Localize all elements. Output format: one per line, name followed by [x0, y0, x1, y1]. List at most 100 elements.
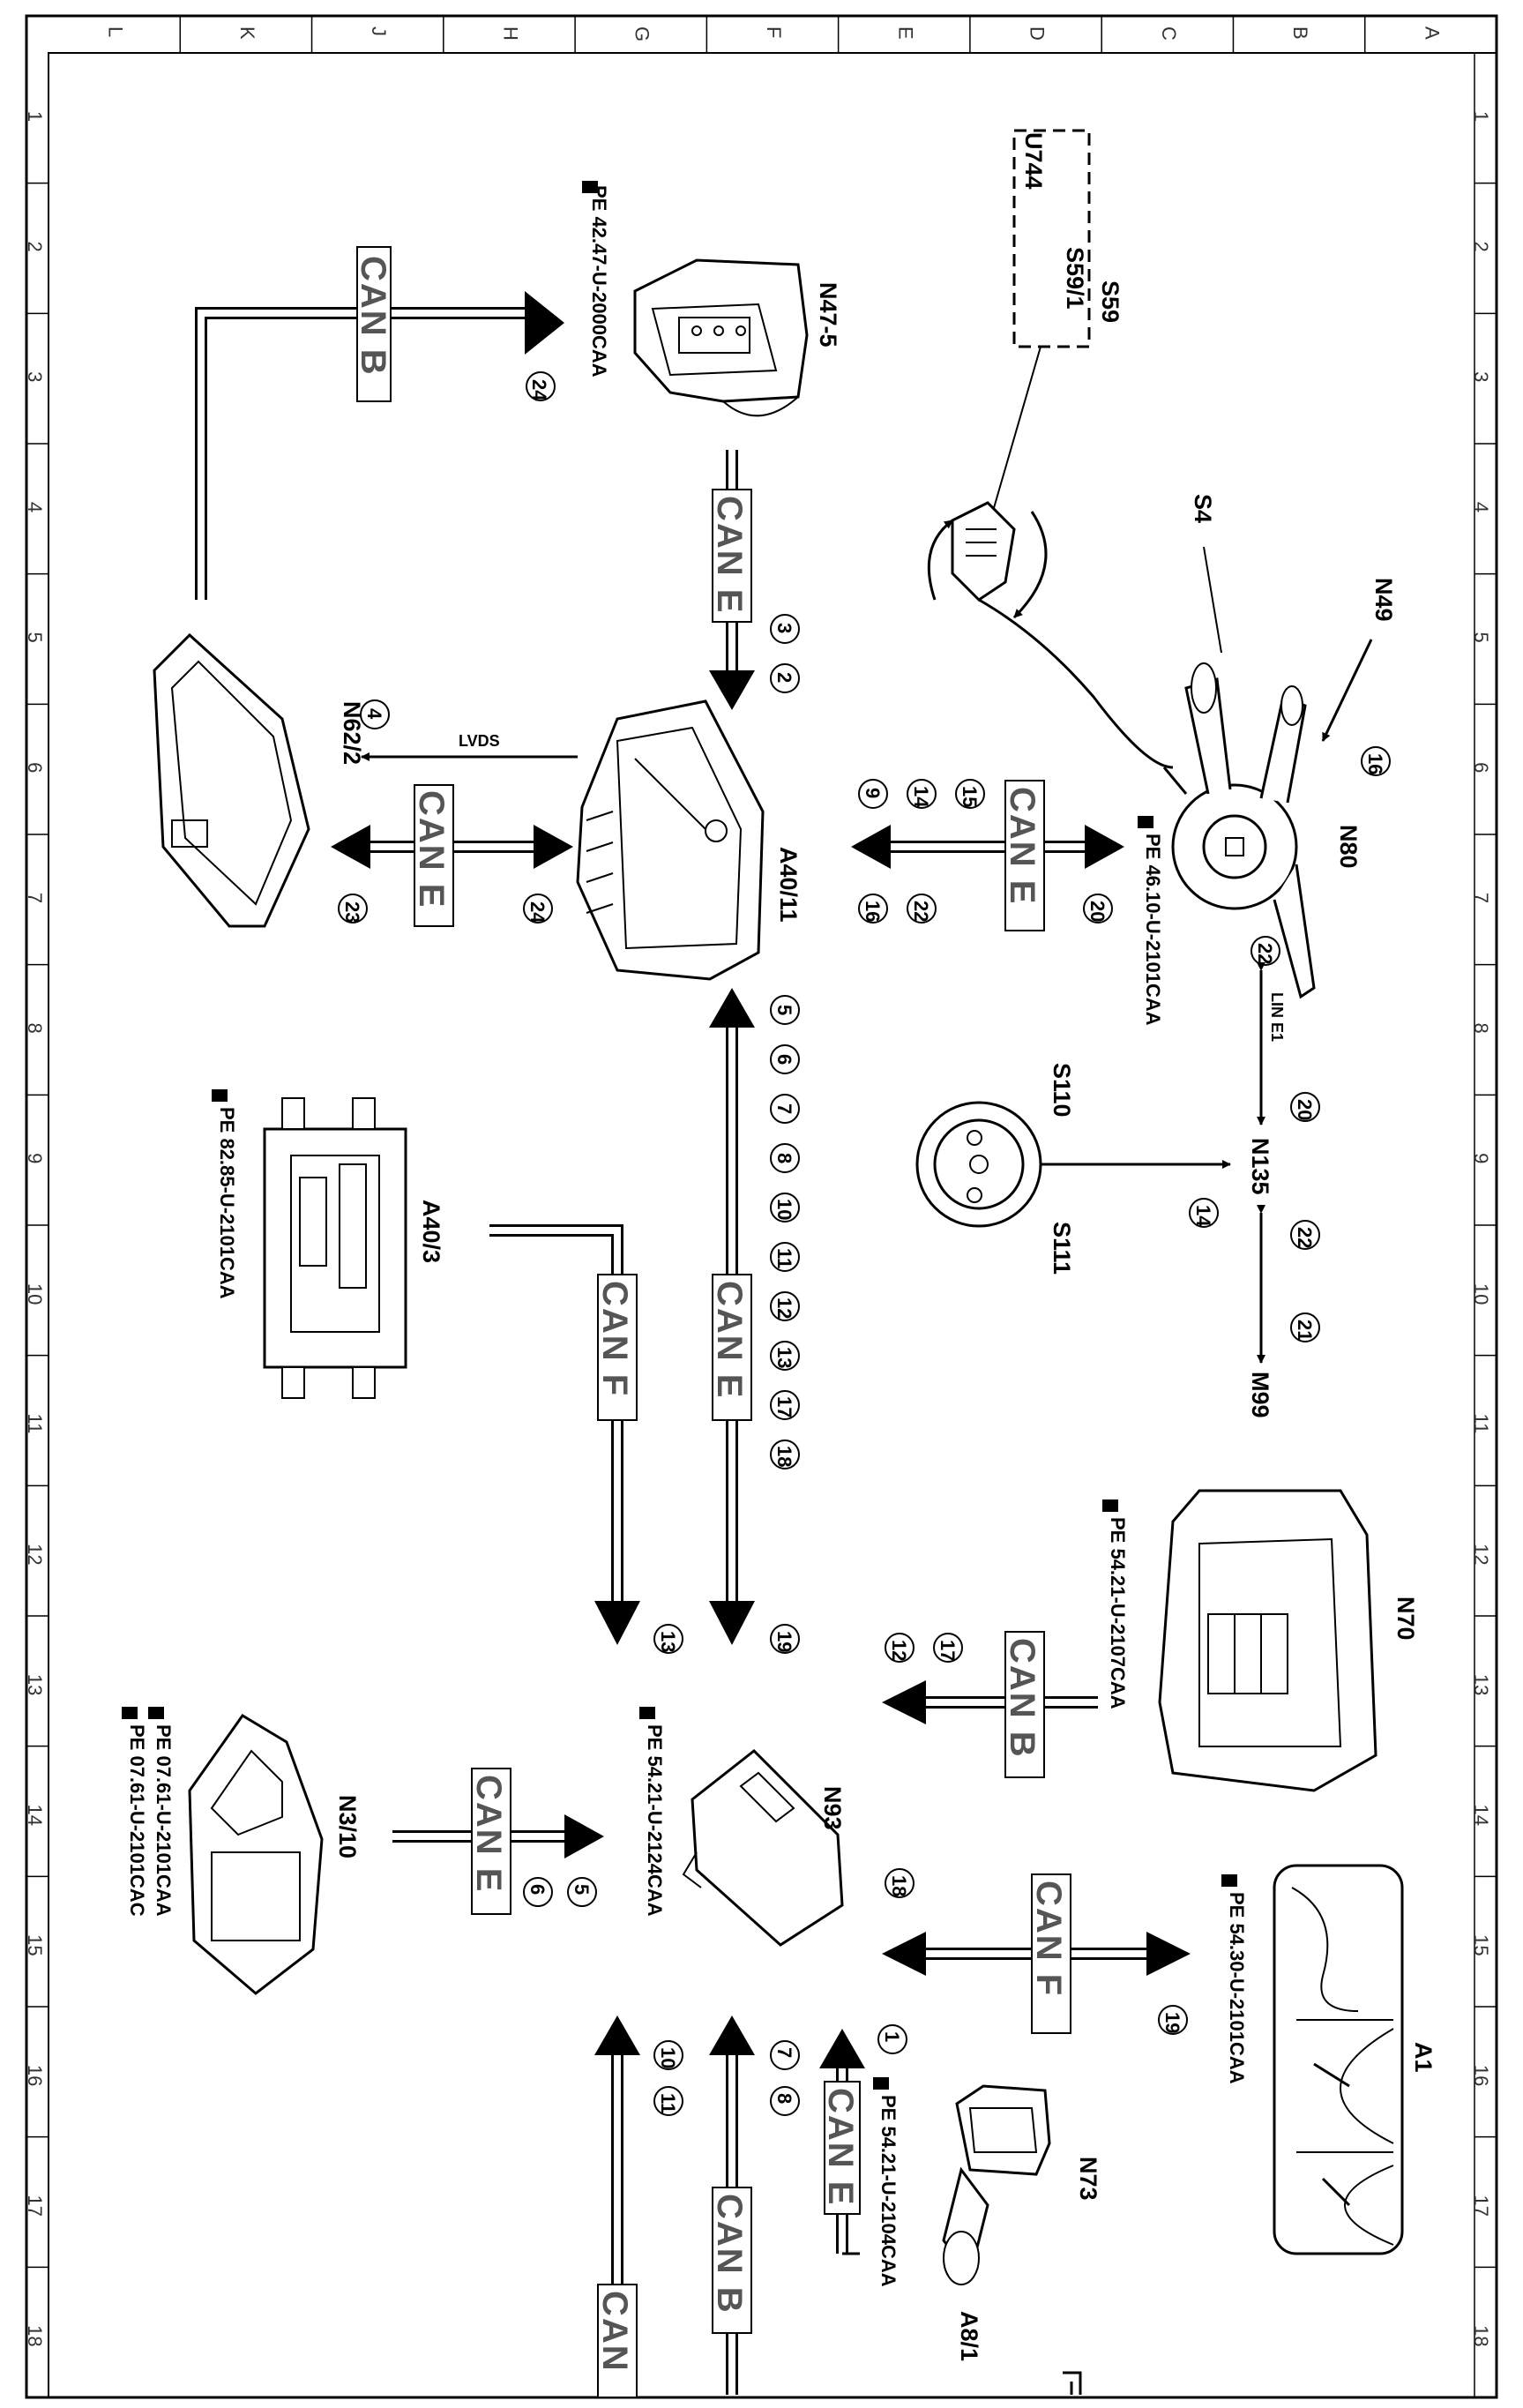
- svg-text:13: 13: [657, 1631, 679, 1652]
- svg-text:1: 1: [881, 2031, 903, 2042]
- signal-number: 17: [773, 1396, 795, 1417]
- signal-circle: [770, 1044, 800, 1074]
- m99-label: M99: [1247, 1372, 1273, 1418]
- signal-circle: [770, 995, 800, 1025]
- grid-number: 2: [1470, 242, 1492, 252]
- signal-number: 6: [773, 1054, 795, 1065]
- partial-symbol: [1063, 2371, 1082, 2395]
- can-b-n70-bus: [882, 1631, 1098, 1778]
- grid-number: 1: [24, 111, 46, 122]
- a8-1-label: A8/1: [956, 2311, 982, 2361]
- grid-number: 13: [24, 1674, 46, 1695]
- n80-ref: PE 46.10-U-2101CAA: [1142, 834, 1164, 1026]
- svg-text:20: 20: [1294, 1099, 1316, 1120]
- lin-e1-label: LIN E1: [1268, 992, 1286, 1042]
- grid-number: 15: [24, 1934, 46, 1956]
- svg-text:24: 24: [526, 901, 549, 924]
- steering-wheel: [915, 1101, 1042, 1228]
- can-e-n80-bus: [851, 780, 1124, 931]
- n49-label: N49: [1370, 578, 1397, 622]
- grid-number: 12: [24, 1544, 46, 1565]
- svg-text:15: 15: [959, 786, 981, 807]
- signal-number: 12: [773, 1297, 795, 1319]
- reference-icon: [212, 1089, 228, 1102]
- can-e-n80-label: CAN E: [1003, 787, 1041, 905]
- can-e-n62-label: CAN E: [412, 790, 451, 909]
- reference-icon: [148, 1707, 164, 1719]
- can-e-n310-bus: [392, 1768, 604, 1915]
- n3-10-ref-b: PE 07.61-U-2101CAC: [126, 1724, 148, 1917]
- grid-number: 10: [1470, 1283, 1492, 1305]
- grid-number: 4: [24, 502, 46, 512]
- a1-instrument-cluster: [1273, 1864, 1404, 2255]
- grid-letter: H: [499, 26, 521, 41]
- signal-circle: [770, 1094, 800, 1124]
- svg-text:14: 14: [910, 786, 932, 808]
- svg-text:21: 21: [1294, 1320, 1316, 1341]
- signal-circle: [770, 1242, 800, 1272]
- can-e-n62-bus: [331, 784, 573, 927]
- n135-label: N135: [1247, 1138, 1273, 1195]
- s59-switch-group: [1012, 129, 1091, 348]
- signal-24a: [526, 371, 556, 401]
- signal-number: 10: [773, 1199, 795, 1220]
- n93-ref: PE 54.21-U-2124CAA: [644, 1724, 666, 1917]
- grid-number: 15: [1470, 1934, 1492, 1956]
- n93-label: N93: [819, 1786, 846, 1830]
- signal-circle: [770, 1291, 800, 1321]
- grid-letter: L: [105, 26, 127, 37]
- grid-number: 6: [24, 762, 46, 773]
- s110-label: S110: [1049, 1063, 1075, 1118]
- grid-letter: F: [763, 26, 785, 38]
- reference-icon: [639, 1707, 655, 1719]
- svg-text:10: 10: [657, 2047, 679, 2068]
- grid-number: 5: [1470, 632, 1492, 643]
- grid-number: 16: [24, 2065, 46, 2086]
- svg-text:8: 8: [773, 2093, 795, 2104]
- s4-combination-switch: [927, 501, 1174, 769]
- grid-number: 17: [1470, 2195, 1492, 2217]
- grid-number: 1: [1470, 111, 1492, 122]
- signal-circle: [770, 1440, 800, 1469]
- can-bottom-bus: [594, 2015, 640, 2398]
- signal-circle: [770, 1341, 800, 1371]
- a40-11-label: A40/11: [775, 847, 802, 923]
- grid-letter: J: [368, 26, 390, 36]
- signal-circle: [770, 1193, 800, 1223]
- svg-text:23: 23: [341, 901, 363, 923]
- svg-text:12: 12: [888, 1640, 910, 1661]
- n47-5-ref: PE 42.47-U-2000CAA: [588, 185, 610, 378]
- svg-text:9: 9: [862, 788, 884, 798]
- n70-module: [1158, 1489, 1377, 1792]
- grid-number: 9: [1470, 1153, 1492, 1163]
- n73-label: N73: [1075, 2157, 1101, 2201]
- grid-number: 7: [24, 893, 46, 903]
- n47-5-label: N47-5: [815, 282, 841, 348]
- svg-text:5: 5: [571, 1884, 593, 1895]
- grid-letter: A: [1421, 26, 1443, 40]
- grid-number: 13: [1470, 1674, 1492, 1695]
- n3-10-label: N3/10: [334, 1795, 361, 1858]
- signal-number: 11: [773, 1248, 795, 1268]
- reference-icon: [1221, 1874, 1237, 1887]
- grid-number: 7: [1470, 893, 1492, 903]
- signal-number: 7: [773, 1103, 795, 1114]
- a40-3-module: [263, 1097, 407, 1399]
- grid-letter: D: [1027, 26, 1049, 41]
- a40-11-module: [576, 699, 765, 981]
- u744-label: U744: [1020, 132, 1047, 190]
- svg-text:7: 7: [773, 2047, 795, 2058]
- svg-text:14: 14: [1192, 1205, 1214, 1227]
- grid-number: 11: [1470, 1414, 1492, 1434]
- reference-icon: [873, 2077, 889, 2090]
- grid-number: 11: [24, 1414, 46, 1434]
- svg-text:19: 19: [773, 1631, 795, 1652]
- svg-text:18: 18: [888, 1875, 910, 1896]
- grid-number: 10: [24, 1283, 46, 1305]
- signal-circle: [770, 1390, 800, 1420]
- can-e-n73-bus: [819, 2029, 865, 2255]
- grid-number: 5: [24, 632, 46, 643]
- grid-letter: K: [236, 26, 258, 40]
